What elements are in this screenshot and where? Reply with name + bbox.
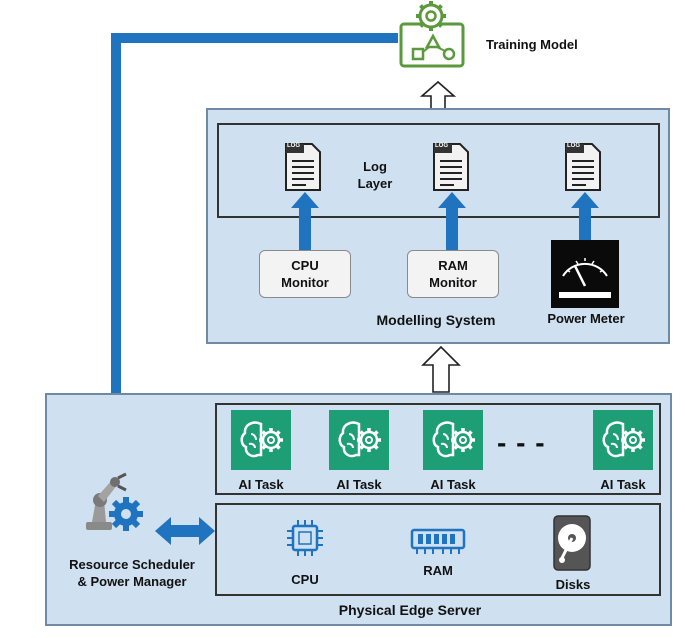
- log-layer-label: Log Layer: [350, 158, 400, 192]
- log-layer-box: [217, 123, 660, 218]
- ai-task-label: AI Task: [336, 477, 382, 492]
- cpu-monitor-box: CPU Monitor: [259, 250, 351, 298]
- log-layer-line1: Log: [363, 159, 387, 174]
- gauge-icon: [551, 240, 619, 308]
- hard-disk-icon: [553, 515, 591, 571]
- ai-task-ellipsis: - - -: [497, 427, 546, 458]
- log-tag: LOG: [435, 143, 448, 149]
- resource-scheduler-label: Resource Scheduler & Power Manager: [52, 556, 212, 590]
- cpu-monitor-line1: CPU: [291, 258, 319, 273]
- training-model-icon: [399, 1, 465, 68]
- ai-task-label: AI Task: [430, 477, 476, 492]
- hardware-box: [215, 503, 661, 596]
- feedback-line: [111, 33, 398, 452]
- ai-task-box: [215, 403, 661, 495]
- physical-edge-server-title: Physical Edge Server: [338, 602, 482, 618]
- resource-scheduler-line2: & Power Manager: [77, 574, 187, 589]
- ai-task-icon: [231, 410, 291, 470]
- log-tag: LOG: [567, 143, 580, 149]
- resource-scheduler-line1: Resource Scheduler: [69, 557, 195, 572]
- cpu-monitor-line2: Monitor: [281, 275, 329, 290]
- hardware-label: RAM: [423, 563, 453, 578]
- power-meter-label: Power Meter: [547, 311, 625, 326]
- robot-arm-gear-icon: [86, 472, 143, 531]
- hardware-label: CPU: [291, 572, 319, 587]
- log-tag: LOG: [287, 143, 300, 149]
- log-file-icon: [285, 143, 321, 191]
- hardware-label: Disks: [555, 577, 591, 592]
- ram-monitor-line2: Monitor: [429, 275, 477, 290]
- up-arrow-to-modelling: [421, 345, 461, 393]
- bidirectional-arrow: [155, 517, 215, 545]
- ram-monitor-line1: RAM: [438, 258, 468, 273]
- ai-task-icon: [423, 410, 483, 470]
- ai-task-icon: [329, 410, 389, 470]
- modelling-system-title: Modelling System: [376, 312, 496, 328]
- log-layer-line2: Layer: [357, 176, 393, 191]
- log-file-icon: [433, 143, 469, 191]
- ram-monitor-box: RAM Monitor: [407, 250, 499, 298]
- training-model-label: Training Model: [486, 37, 578, 52]
- log-file-icon: [565, 143, 601, 191]
- ram-module-icon: [410, 528, 466, 554]
- ai-task-label: AI Task: [238, 477, 284, 492]
- cpu-chip-icon: [287, 520, 323, 556]
- ai-task-icon: [593, 410, 653, 470]
- ai-task-label: AI Task: [600, 477, 646, 492]
